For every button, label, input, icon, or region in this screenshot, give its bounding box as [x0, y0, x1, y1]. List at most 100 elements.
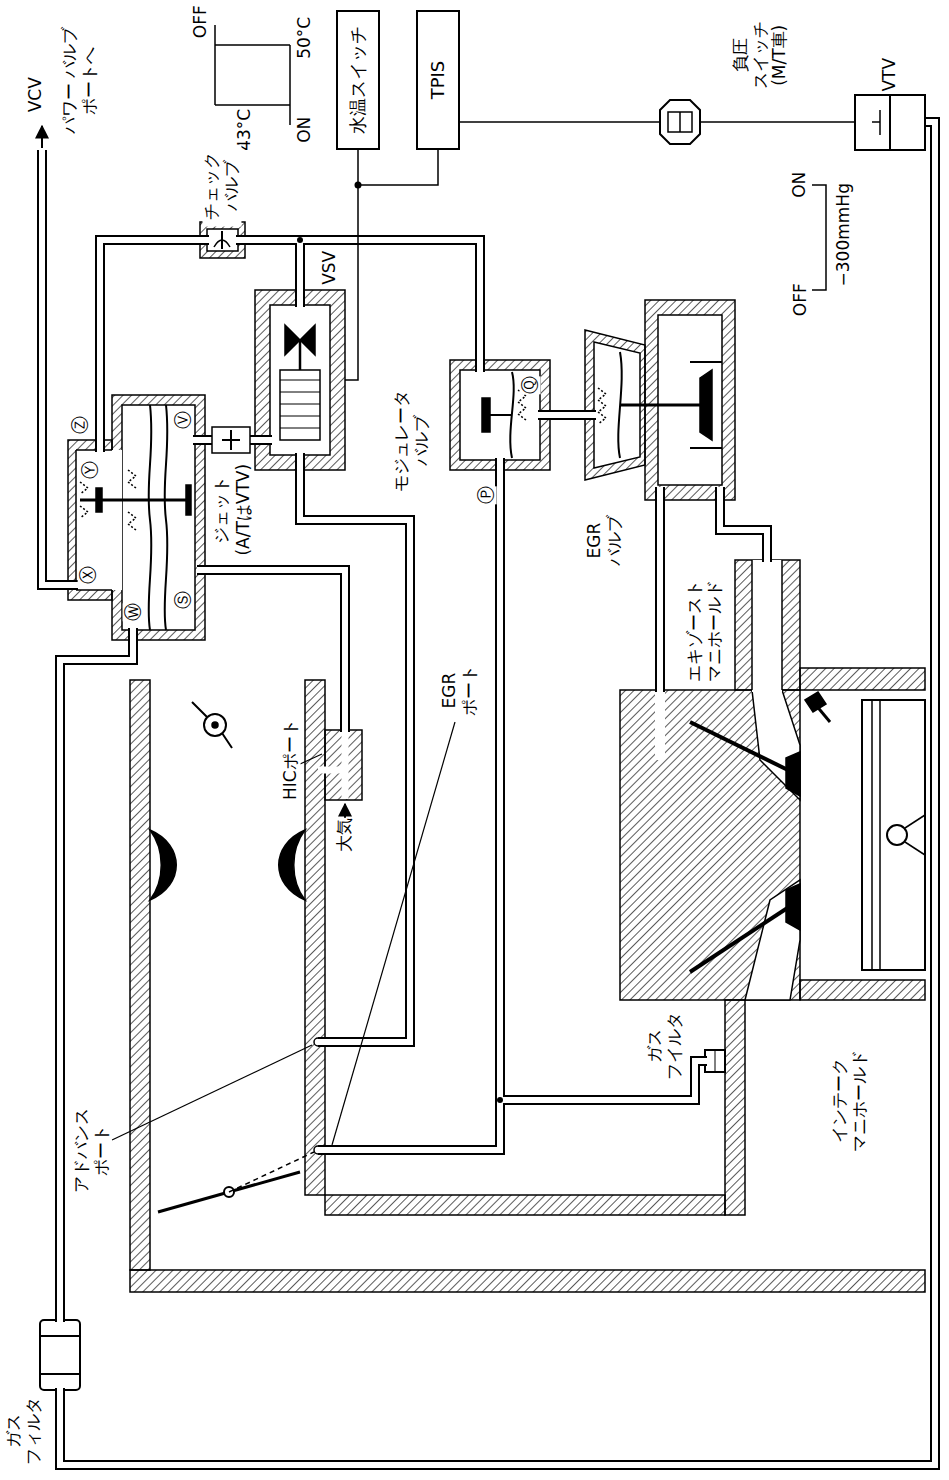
part-label: VCV: [25, 77, 45, 112]
vacuum-switch: [660, 100, 700, 144]
part-label: 大気: [335, 818, 355, 852]
cylinder-head: [786, 752, 800, 796]
cylinder-head: [690, 722, 792, 772]
engine-cylinder: [800, 668, 925, 1000]
engine-cylinder: [871, 700, 873, 970]
modulator-valve: [490, 414, 512, 416]
carburetor: [212, 722, 218, 728]
gas-filter: [40, 1335, 80, 1337]
egr-valve: [598, 388, 606, 424]
part-label: HICポート: [280, 719, 300, 800]
vcv: [186, 485, 191, 515]
leader-line: [332, 722, 455, 1145]
check-valve: [214, 240, 230, 247]
box-text: TPIS: [427, 61, 449, 100]
engine-cylinder: [800, 980, 925, 1000]
part-label: VSV: [320, 251, 340, 285]
gas-filter: [40, 1373, 80, 1375]
switch-graph: [812, 185, 826, 290]
intake-manifold: [130, 1270, 925, 1292]
part-label: VTV: [880, 58, 900, 92]
engine-cylinder: [879, 700, 881, 970]
engine-cylinder: [800, 668, 925, 690]
vcv: [68, 395, 205, 640]
vcv: [76, 450, 112, 590]
vcv: [76, 450, 122, 590]
part-label: ガス フイルタ: [645, 1006, 684, 1084]
gas-filter: [715, 1050, 716, 1072]
port-letter: Ⓢ: [173, 591, 194, 609]
exhaust-manifold: [752, 560, 782, 692]
port-letter: Ⓥ: [173, 411, 194, 429]
vacuum-switch: [668, 112, 692, 132]
engine-cylinder: [905, 815, 925, 828]
carburetor: [192, 702, 232, 748]
vtv: [872, 121, 880, 123]
engine-cylinder: [905, 842, 925, 855]
carburetor: [229, 1152, 314, 1192]
jet: [222, 439, 240, 441]
egr-valve: [700, 370, 712, 440]
check-valve: [207, 229, 238, 251]
port-letter: Ⓦ: [123, 603, 144, 621]
part-label: 負圧 スイッチ (M/T車): [731, 16, 790, 94]
part-label: チェック バルブ: [202, 144, 241, 226]
graph-label: OFF: [190, 5, 210, 38]
modulator-valve: [450, 360, 550, 470]
box-text: 水温スイッチ: [347, 26, 369, 134]
egr-valve: [620, 404, 702, 407]
port-letter: Ⓟ: [476, 486, 497, 504]
part-label: インテーク マニホールド: [830, 1044, 869, 1156]
vsv: [299, 340, 302, 370]
exhaust-manifold: [735, 560, 800, 692]
jet: [212, 427, 250, 453]
vacuum-switch: [660, 100, 700, 144]
modulator-valve: [518, 390, 526, 420]
part-label: ジェット: [212, 476, 232, 544]
junction-dot: [497, 1097, 503, 1103]
vcv: [149, 405, 152, 630]
intake-manifold: [725, 1000, 745, 1215]
port-letter: Ⓧ: [78, 566, 99, 584]
modulator-valve: [482, 398, 490, 432]
junction-dot: [297, 182, 503, 1104]
graph-label: ON: [295, 117, 315, 143]
gas-filter: [40, 1320, 80, 1390]
part-label: EGR ポート: [440, 659, 479, 721]
flow-arrow: [344, 804, 346, 818]
modulator-valve: [450, 360, 550, 470]
part-label: アドバンス ポート: [72, 1104, 111, 1196]
modulator-valve: [460, 370, 540, 460]
carburetor: [279, 830, 305, 900]
signal-wire: [358, 150, 438, 185]
part-label: エキゾースト マニホールド: [685, 574, 724, 686]
egr-valve: [690, 362, 722, 448]
junction-dot: [297, 237, 303, 243]
flow-arrow: [41, 126, 43, 148]
cylinder-head: [752, 690, 800, 800]
vsv: [270, 305, 330, 455]
graph-label: 50°C: [295, 17, 315, 59]
wire: [345, 185, 358, 380]
cylinder-head: [786, 884, 800, 930]
flow-arrow: [42, 126, 345, 818]
part-label: ガス フィルタ: [4, 1391, 43, 1469]
jet: [212, 427, 250, 453]
part-label: パワー バルブ ポートへ: [60, 21, 99, 139]
vacuum-tube: [42, 122, 935, 1465]
intake-manifold: [130, 1000, 925, 1292]
vacuum-switch: [679, 112, 681, 132]
graph-label: ON: [790, 172, 810, 198]
graph-label: OFF: [790, 283, 810, 316]
exhaust-manifold: [781, 560, 783, 690]
wire: [460, 121, 660, 123]
wire: [345, 122, 855, 380]
engine-cylinder: [815, 704, 830, 722]
port-letter: Ⓠ: [520, 376, 541, 394]
cylinder-head: [655, 690, 665, 760]
cylinder-head: [620, 690, 800, 1000]
